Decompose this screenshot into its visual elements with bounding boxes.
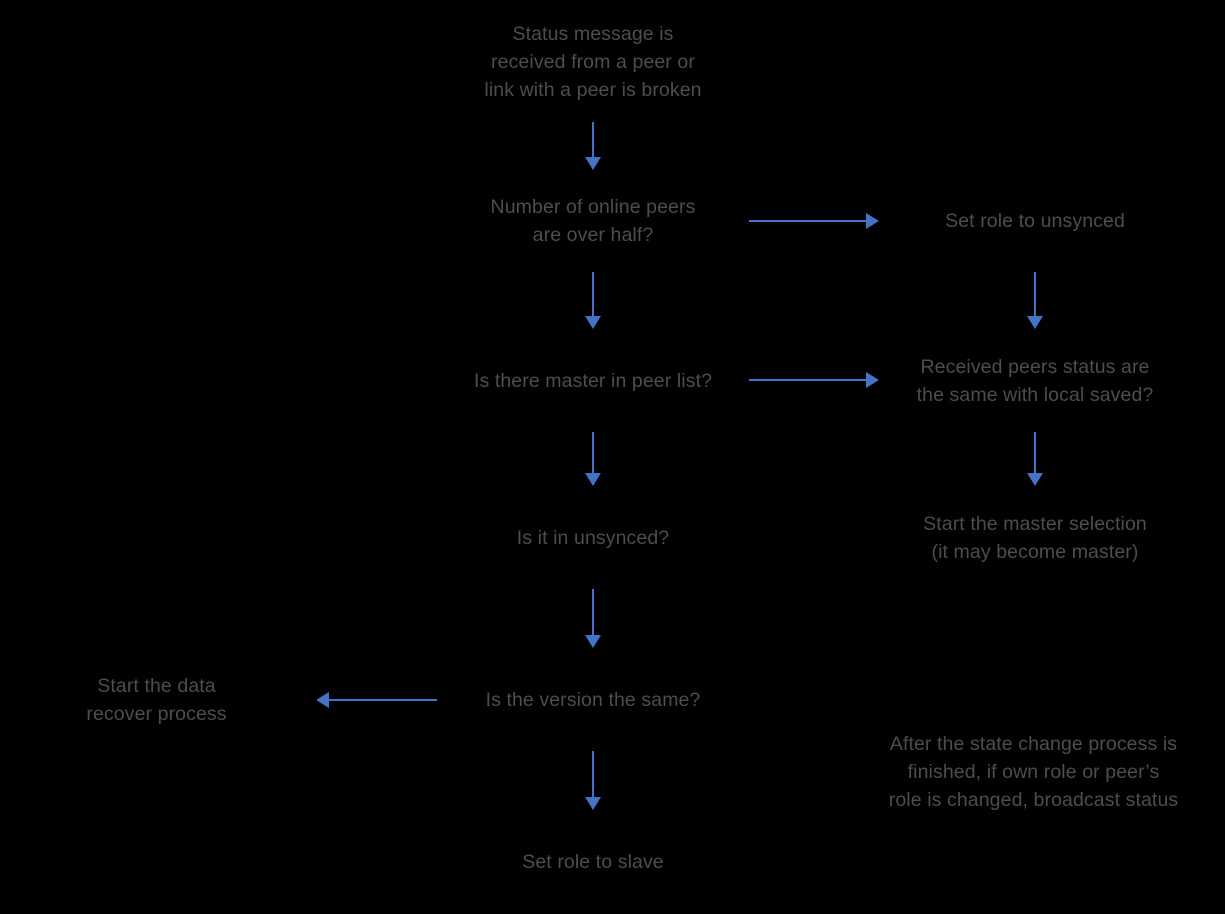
- arrowhead-down-icon: [1027, 316, 1043, 329]
- connector-line: [1034, 272, 1036, 320]
- connector-line: [592, 589, 594, 639]
- connector-line: [329, 699, 437, 701]
- node-label: Set role to slave: [522, 851, 664, 874]
- arrowhead-left-icon: [316, 692, 329, 708]
- node-label: After the state change process is finish…: [888, 732, 1179, 812]
- node-label: Start the master selection (it may becom…: [923, 512, 1147, 563]
- connector-line: [749, 220, 868, 222]
- node-label: Number of online peers are over half?: [490, 195, 696, 246]
- node-label: Start the data recover process: [86, 674, 227, 725]
- arrowhead-right-icon: [866, 213, 879, 229]
- arrowhead-right-icon: [866, 372, 879, 388]
- node-peers-over-half[interactable]: Number of online peers are over half?: [437, 170, 749, 272]
- connector-line: [1034, 432, 1036, 477]
- node-version-same[interactable]: Is the version the same?: [437, 649, 749, 751]
- arrowhead-down-icon: [585, 635, 601, 648]
- node-label: Received peers status are the same with …: [916, 355, 1154, 406]
- node-set-role-unsynced[interactable]: Set role to unsynced: [879, 170, 1191, 272]
- node-master-in-peer-list[interactable]: Is there master in peer list?: [437, 330, 749, 432]
- node-received-peers-status-same[interactable]: Received peers status are the same with …: [879, 330, 1191, 432]
- node-status-message-received[interactable]: Status message is received from a peer o…: [437, 2, 749, 122]
- connector-line: [592, 122, 594, 161]
- node-label: Set role to unsynced: [945, 209, 1125, 232]
- arrowhead-down-icon: [1027, 473, 1043, 486]
- node-label: Status message is received from a peer o…: [484, 22, 702, 102]
- node-label: Is there master in peer list?: [473, 369, 713, 392]
- arrowhead-down-icon: [585, 797, 601, 810]
- node-start-data-recover[interactable]: Start the data recover process: [0, 649, 317, 751]
- node-label: Is it in unsynced?: [516, 526, 670, 549]
- node-broadcast-status-note[interactable]: After the state change process is finish…: [840, 702, 1225, 842]
- connector-line: [749, 379, 868, 381]
- arrowhead-down-icon: [585, 316, 601, 329]
- node-start-master-selection[interactable]: Start the master selection (it may becom…: [879, 487, 1191, 589]
- connector-line: [592, 272, 594, 320]
- node-set-role-slave[interactable]: Set role to slave: [437, 811, 749, 914]
- arrowhead-down-icon: [585, 157, 601, 170]
- node-label: Is the version the same?: [485, 688, 701, 711]
- arrowhead-down-icon: [585, 473, 601, 486]
- connector-line: [592, 751, 594, 801]
- connector-line: [592, 432, 594, 477]
- node-is-it-unsynced[interactable]: Is it in unsynced?: [437, 487, 749, 589]
